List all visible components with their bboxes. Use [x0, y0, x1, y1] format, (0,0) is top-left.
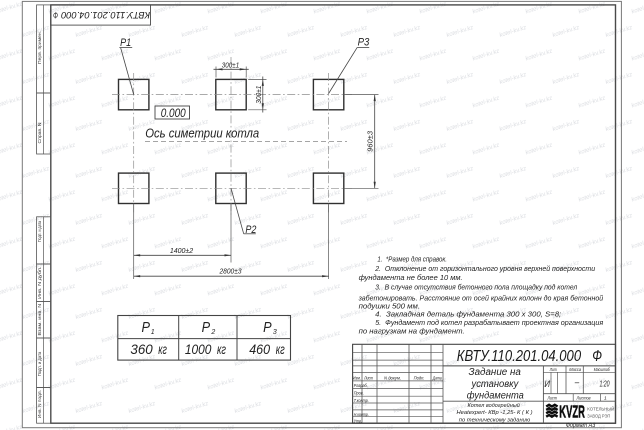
svg-text:Дата: Дата [432, 375, 442, 381]
svg-text:Справ. N: Справ. N [37, 122, 43, 144]
svg-text:КВТУ.110.201.04.000: КВТУ.110.201.04.000 [60, 10, 150, 20]
svg-text:300±1: 300±1 [222, 60, 240, 69]
svg-text:Подп. и дата: Подп. и дата [37, 221, 43, 242]
svg-text:Задание на: Задание на [469, 367, 522, 378]
svg-text:Ф: Ф [592, 348, 602, 365]
svg-text:по нагрузкам на фундамент.: по нагрузкам на фундамент. [359, 327, 465, 336]
svg-text:1: 1 [151, 329, 155, 336]
svg-text:Инв. N дубл.: Инв. N дубл. [37, 266, 43, 299]
svg-text:Масштаб: Масштаб [594, 367, 610, 373]
svg-text:KVZR: KVZR [559, 402, 585, 422]
svg-text:1000: 1000 [185, 341, 212, 357]
svg-text:ЗАВОД РЭП: ЗАВОД РЭП [587, 413, 610, 418]
svg-text:Р3: Р3 [358, 37, 370, 49]
svg-text:подушки 500 мм.: подушки 500 мм. [359, 301, 420, 310]
svg-text:960±3: 960±3 [366, 130, 375, 152]
svg-text:Подп.: Подп. [414, 375, 425, 381]
svg-text:2800±3: 2800±3 [219, 267, 243, 276]
svg-text:Ось симетрии котла: Ось симетрии котла [145, 126, 259, 141]
svg-text:1:20: 1:20 [599, 379, 609, 388]
svg-text:кг: кг [158, 341, 167, 357]
svg-text:Котел водогрейный: Котел водогрейный [468, 402, 520, 409]
svg-text:Инв. N подл.: Инв. N подл. [37, 390, 43, 418]
svg-text:кг: кг [276, 341, 285, 357]
svg-text:Утв.: Утв. [354, 419, 362, 425]
svg-text:5. Фундамент под котел разраб: 5. Фундамент под котел разрабатывает про… [375, 318, 603, 327]
svg-text:360: 360 [130, 341, 153, 357]
svg-text:Ф: Ф [53, 10, 58, 20]
svg-text:КОТЕЛЬНЫЙ: КОТЕЛЬНЫЙ [587, 404, 614, 411]
svg-text:Разраб.: Разраб. [354, 383, 368, 389]
svg-text:4. Закладная деталь фундамент: 4. Закладная деталь фундамента 300 x 300… [375, 310, 561, 319]
svg-text:N докум.: N докум. [384, 375, 401, 381]
svg-text:2: 2 [210, 329, 215, 336]
svg-text:Формат А3: Формат А3 [566, 422, 596, 429]
svg-text:1400±2: 1400±2 [170, 246, 193, 255]
svg-text:Р: Р [142, 319, 151, 336]
svg-text:1. *Размер для справок.: 1. *Размер для справок. [377, 254, 447, 263]
svg-text:Подп. и дата: Подп. и дата [37, 351, 43, 376]
svg-text:по техническому заданию: по техническому заданию [459, 418, 531, 424]
svg-text:Н.контр.: Н.контр. [354, 412, 369, 418]
svg-text:2. Отклонение от горизонтальн: 2. Отклонение от горизонтального уровня … [374, 264, 595, 273]
svg-text:Листов: Листов [576, 395, 591, 401]
svg-text:Т.контр.: Т.контр. [354, 398, 369, 404]
svg-text:установку: установку [471, 379, 520, 390]
svg-text:Р: Р [263, 319, 272, 336]
svg-text:Heatexpert- КВр -1,25- К ( К ): Heatexpert- КВр -1,25- К ( К ) [457, 410, 533, 416]
svg-text:фундамента не более 10 мм.: фундамента не более 10 мм. [359, 273, 463, 282]
svg-text:Пров.: Пров. [354, 391, 364, 397]
svg-text:3: 3 [273, 329, 277, 336]
svg-text:Р1: Р1 [120, 37, 131, 49]
svg-text:забетонировать. Расстояние от: забетонировать. Расстояние от осей крайн… [358, 293, 604, 302]
svg-text:КВТУ.110.201.04.000: КВТУ.110.201.04.000 [457, 348, 582, 365]
svg-text:460: 460 [249, 341, 270, 357]
svg-text:Р: Р [202, 319, 211, 336]
svg-text:3. В случае отсутствия бетонн: 3. В случае отсутствия бетонного пола пл… [375, 283, 578, 292]
svg-text:kotel-kv.kz: kotel-kv.kz [0, 425, 23, 430]
svg-text:Масса: Масса [569, 367, 581, 373]
svg-text:И: И [544, 379, 550, 389]
svg-text:–: – [574, 378, 580, 387]
svg-text:Р2: Р2 [245, 224, 256, 236]
svg-text:300±1: 300±1 [254, 86, 263, 104]
svg-text:1: 1 [604, 395, 607, 401]
svg-text:0.000: 0.000 [161, 106, 186, 120]
svg-text:Лит: Лит [549, 367, 557, 373]
svg-text:Взам. инв. N: Взам. инв. N [37, 303, 43, 335]
svg-text:Лист: Лист [363, 375, 373, 381]
svg-text:Изм.: Изм. [353, 375, 361, 381]
svg-text:кг: кг [217, 341, 226, 357]
svg-text:Лист: Лист [547, 395, 557, 401]
svg-text:Перв. примен.: Перв. примен. [37, 31, 43, 64]
svg-text:фундамента: фундамента [467, 391, 524, 402]
